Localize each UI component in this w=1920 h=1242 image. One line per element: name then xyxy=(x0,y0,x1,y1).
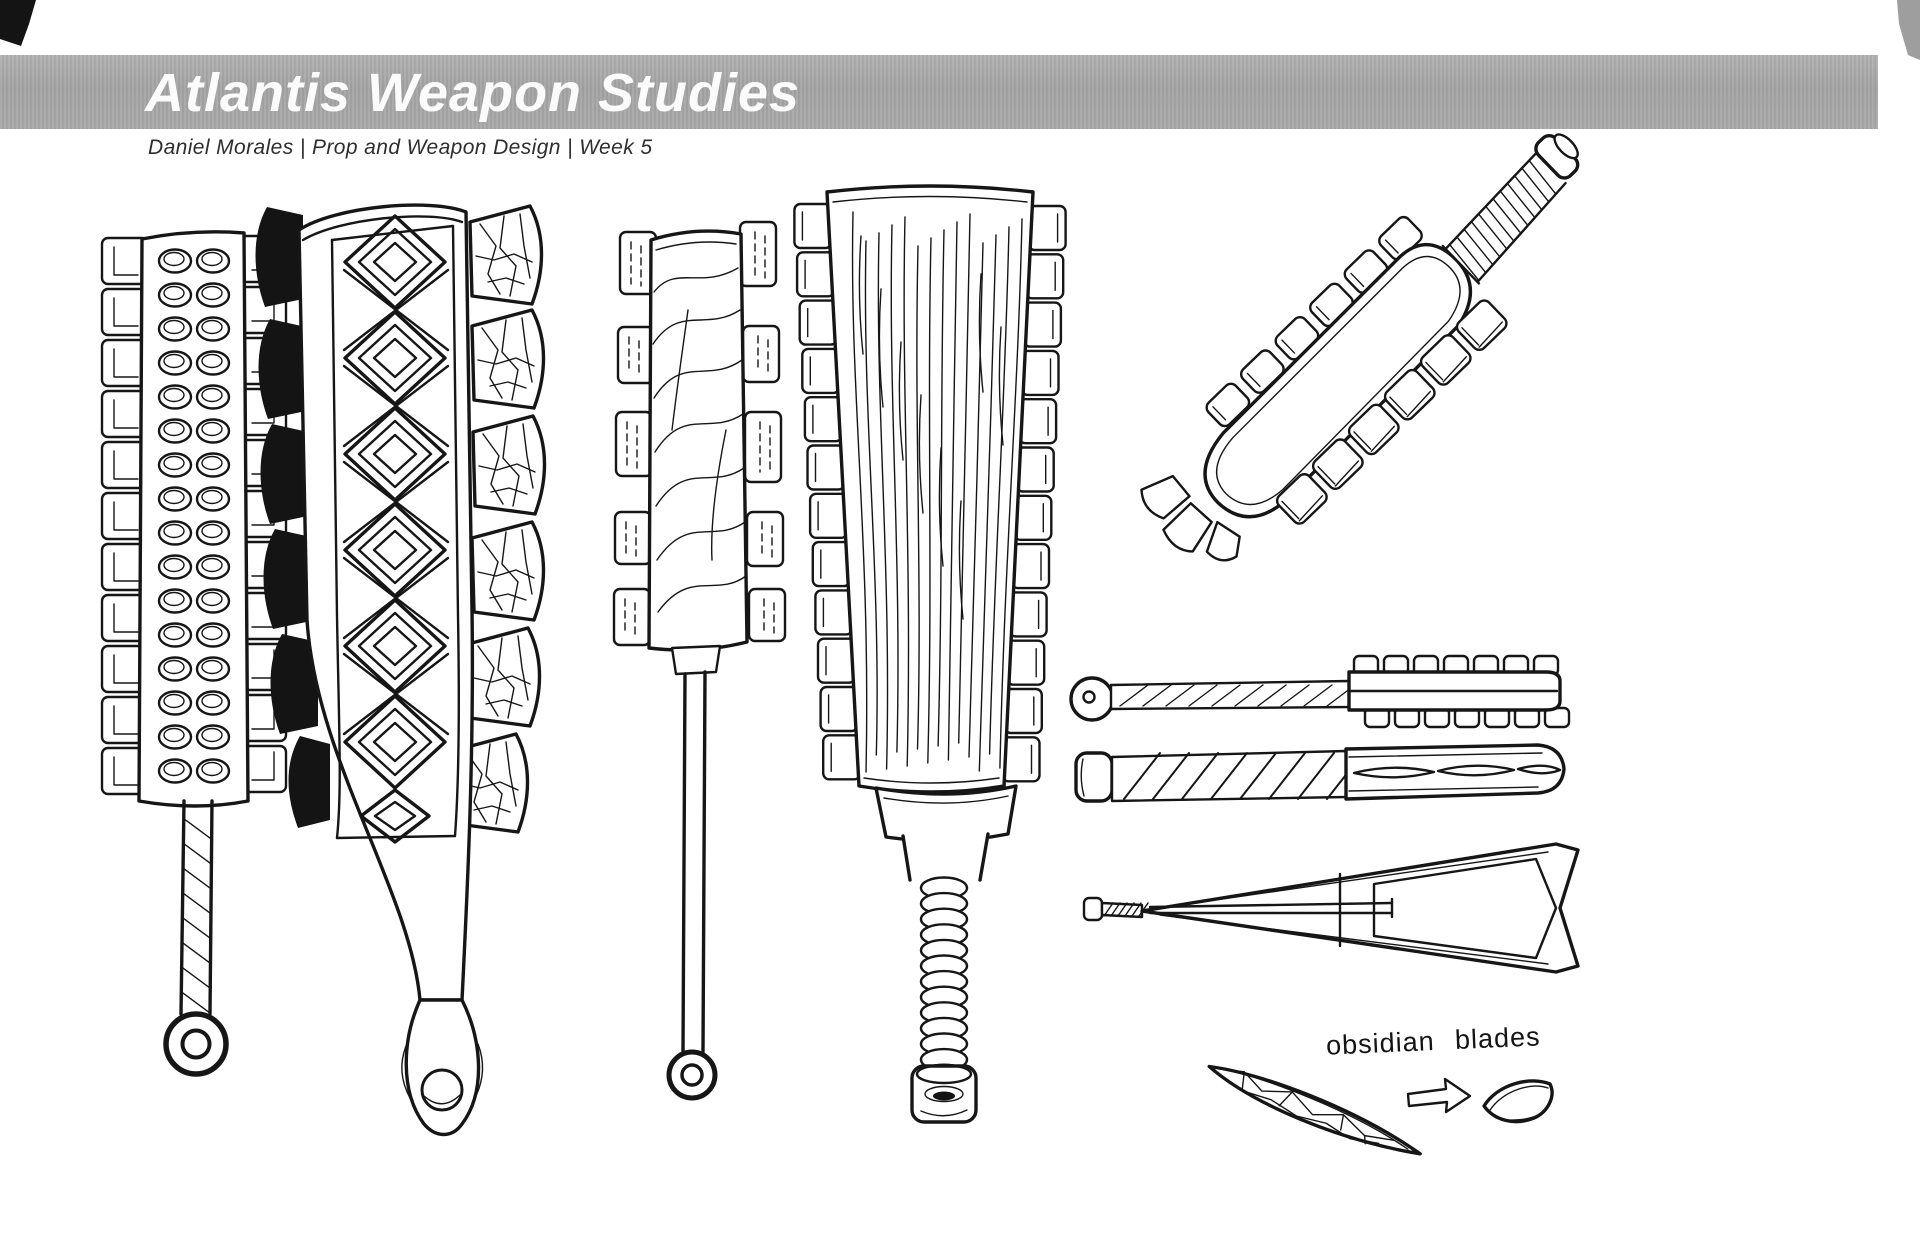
arrow-right-icon xyxy=(1406,1077,1472,1114)
title-banner: Atlantis Weapon Studies xyxy=(0,55,1878,129)
sketch-club-woodgrain-small-front xyxy=(612,220,787,1101)
sketch-club-oval-inlays-front xyxy=(100,230,288,1077)
obsidian-blade-shaped-sketch xyxy=(1482,1079,1554,1124)
sketch-club-diamond-pattern-front xyxy=(255,203,547,1137)
scan-artifact-top-left xyxy=(0,0,36,46)
sketch-club-top-view xyxy=(1082,842,1580,974)
sketch-club-side-view-edge xyxy=(1074,743,1566,803)
sketch-club-perspective-view xyxy=(1140,133,1580,562)
scan-artifact-top-right xyxy=(1897,0,1920,60)
sketch-club-side-view-blades xyxy=(1069,654,1571,729)
byline: Daniel Morales | Prop and Weapon Design … xyxy=(148,136,653,159)
obsidian-blade-knapped-sketch xyxy=(1207,1064,1422,1156)
sketch-club-woodgrain-large-front xyxy=(793,184,1067,1124)
page-title: Atlantis Weapon Studies xyxy=(145,63,801,123)
sketch-obsidian-blade-study xyxy=(1207,1064,1554,1156)
